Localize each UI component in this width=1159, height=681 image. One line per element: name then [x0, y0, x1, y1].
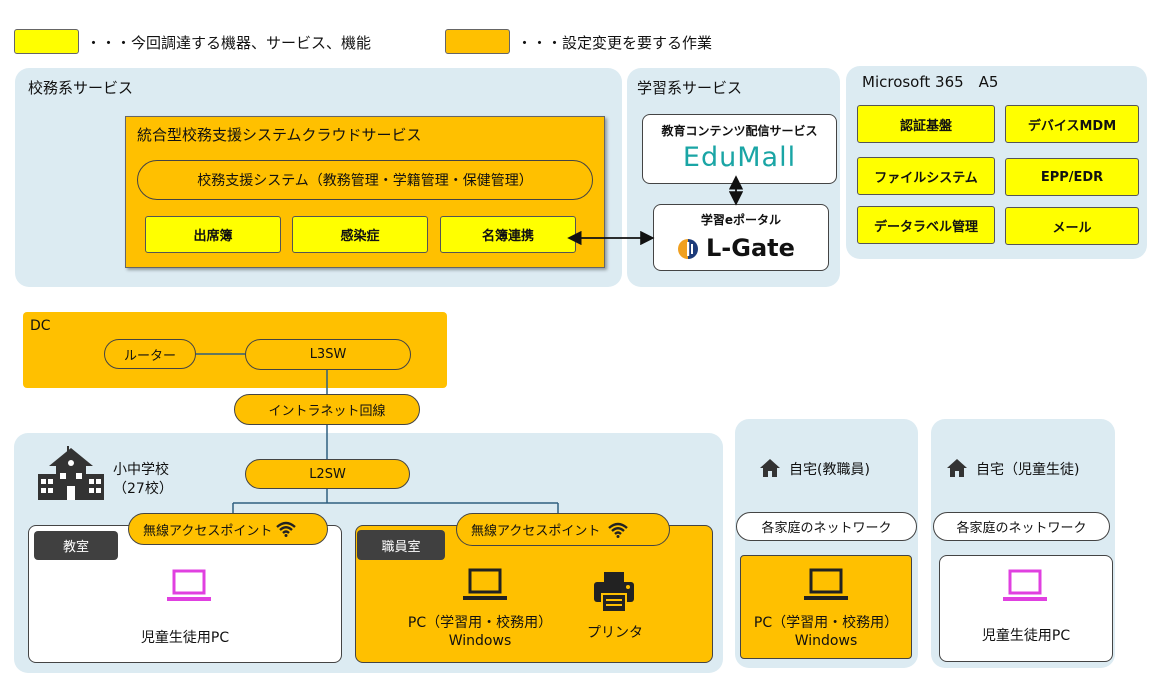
wifi-icon — [276, 521, 297, 537]
module-attendance: 出席簿 — [145, 216, 281, 253]
home-student-pc-label: 児童生徒用PC — [981, 628, 1071, 644]
m365-mail: メール — [1005, 207, 1139, 245]
staffroom-ap-label: 無線アクセスポイント — [471, 524, 601, 539]
home-staff-pc-box — [740, 555, 912, 659]
laptop-icon — [166, 568, 212, 604]
m365-auth: 認証基盤 — [857, 105, 995, 143]
legend-procure-label: ・・・今回調達する機器、サービス、機能 — [86, 34, 372, 52]
dc-title: DC — [30, 318, 51, 334]
home-staff-pc-label-2: Windows — [794, 633, 858, 649]
staffroom-pc-label-2: Windows — [448, 633, 512, 649]
edumall-logo: EduMall — [682, 142, 797, 173]
laptop-icon — [803, 567, 849, 603]
content-service-box — [642, 114, 837, 184]
classroom-pc-label: 児童生徒用PC — [140, 630, 230, 646]
lgate-box — [653, 204, 829, 271]
classroom-tag: 教室 — [34, 531, 118, 560]
content-service-title: 教育コンテンツ配信サービス — [661, 124, 818, 138]
home-staff-network: 各家庭のネットワーク — [736, 512, 917, 541]
lgate-logo: L-Gate — [706, 234, 795, 262]
l3sw: L3SW — [245, 339, 411, 370]
cloud-service-title: 統合型校務支援システムクラウドサービス — [137, 126, 422, 144]
printer-label: プリンタ — [587, 625, 643, 641]
school-affairs-system: 校務支援システム（教務管理・学籍管理・保健管理） — [137, 160, 593, 200]
staffroom-tag: 職員室 — [357, 530, 445, 560]
classroom-ap: 無線アクセスポイント — [128, 513, 328, 545]
school-affairs-title: 校務系サービス — [28, 79, 134, 97]
laptop-icon — [462, 567, 508, 603]
module-infection: 感染症 — [292, 216, 428, 253]
printer-icon — [592, 570, 636, 614]
m365-title: Microsoft 365 A5 — [862, 73, 999, 91]
home-staff-title: 自宅(教職員) — [789, 462, 870, 478]
home-student-title: 自宅（児童生徒) — [976, 462, 1080, 478]
school-title: 小中学校 — [113, 462, 169, 478]
m365-mdm: デバイスMDM — [1005, 105, 1139, 143]
wifi-icon — [608, 522, 629, 538]
laptop-icon — [1002, 568, 1048, 604]
module-roster-link: 名簿連携 — [440, 216, 576, 253]
l2sw: L2SW — [245, 459, 410, 489]
home-staff-pc-label-1: PC（学習用・校務用） — [753, 615, 899, 631]
home-icon — [759, 458, 781, 478]
school-building-icon — [36, 446, 106, 502]
home-student-pc-box — [939, 555, 1113, 662]
m365-epp-edr: EPP/EDR — [1005, 158, 1139, 196]
classroom-ap-label: 無線アクセスポイント — [143, 523, 273, 539]
school-count: （27校） — [113, 481, 173, 497]
staffroom-ap: 無線アクセスポイント — [456, 513, 670, 546]
legend-config-swatch — [445, 29, 510, 54]
m365-file-system: ファイルシステム — [857, 157, 995, 195]
legend-config-label: ・・・設定変更を要する作業 — [517, 34, 713, 52]
home-icon — [946, 458, 968, 478]
intranet-line: イントラネット回線 — [234, 394, 420, 425]
learning-title: 学習系サービス — [637, 79, 743, 97]
router: ルーター — [104, 339, 196, 369]
legend-procure-swatch — [14, 29, 79, 54]
m365-data-label: データラベル管理 — [857, 206, 995, 244]
staffroom-pc-label-1: PC（学習用・校務用） — [407, 615, 553, 631]
home-student-network: 各家庭のネットワーク — [933, 512, 1110, 541]
portal-title: 学習eポータル — [700, 213, 782, 227]
lgate-logo-mark-icon — [677, 238, 699, 260]
